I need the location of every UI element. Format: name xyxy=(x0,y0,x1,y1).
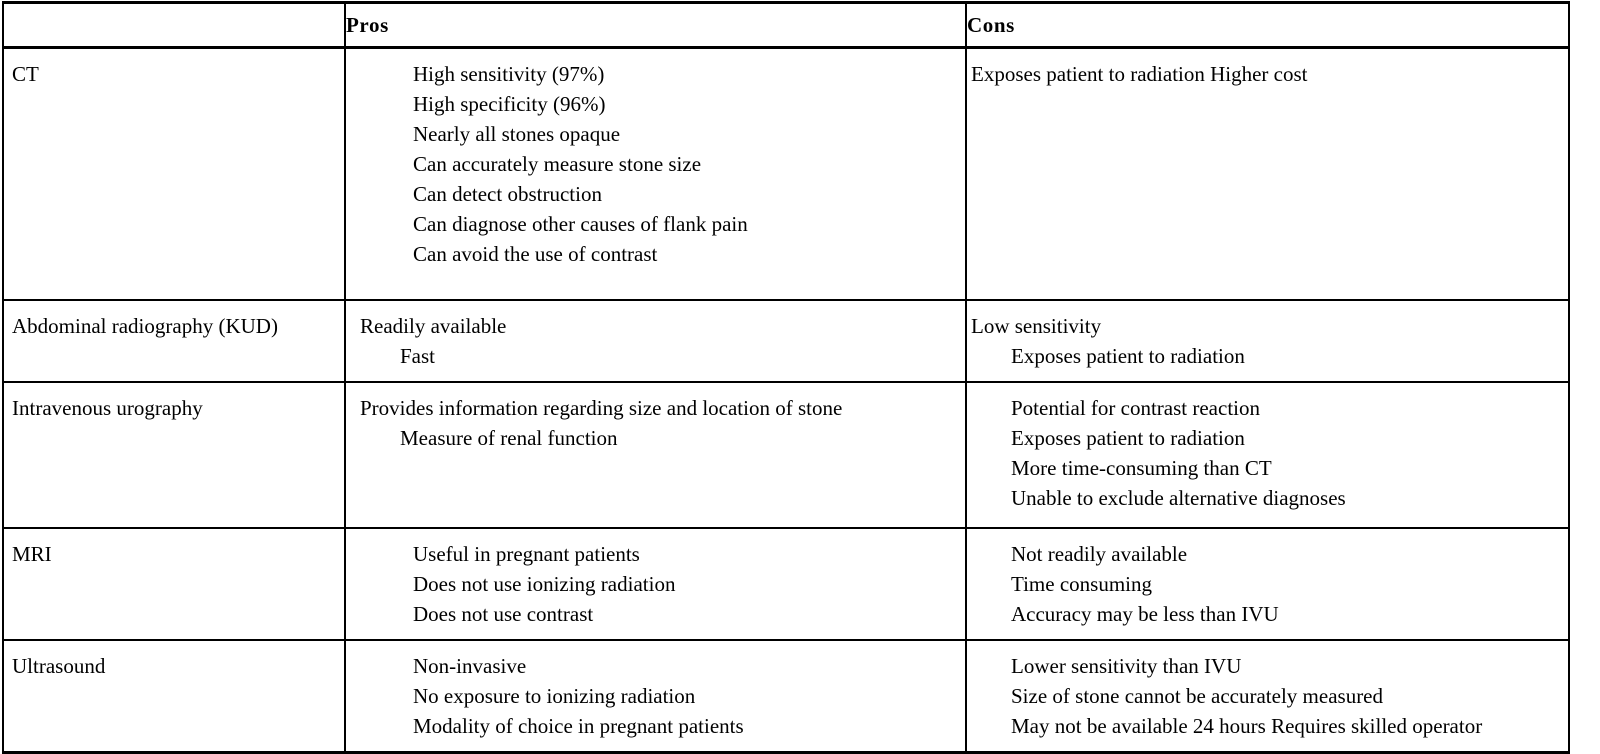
cons-line: May not be available 24 hours Requires s… xyxy=(1011,714,1483,738)
table-row: Abdominal radiography (KUD)Readily avail… xyxy=(2,300,1570,383)
cons-line: Time consuming xyxy=(1011,572,1152,596)
table-header-row: Pros Cons xyxy=(2,2,1570,49)
cell-pros: Provides information regarding size and … xyxy=(344,382,967,529)
pros-line: High sensitivity (97%) xyxy=(413,62,605,86)
column-header-pros: Pros xyxy=(345,2,967,49)
pros-line: Readily available xyxy=(360,314,507,338)
pros-line: Does not use contrast xyxy=(413,602,594,626)
pros-line: Can detect obstruction xyxy=(413,182,602,206)
cons-line: Size of stone cannot be accurately measu… xyxy=(1011,684,1384,708)
cons-line: Accuracy may be less than IVU xyxy=(1011,602,1279,626)
cell-cons: Lower sensitivity than IVU Size of stone … xyxy=(965,640,1570,753)
cons-line: Exposes patient to radiation xyxy=(1011,344,1245,368)
pros-line: Fast xyxy=(400,344,436,368)
pros-line: Nearly all stones opaque xyxy=(413,122,621,146)
column-header-modality xyxy=(2,2,346,49)
table-row: Intravenous urography Provides informatio… xyxy=(2,382,1570,529)
table-row: CT High sensitivity (97%) High specificity… xyxy=(2,47,1570,301)
cell-cons: Exposes patient to radiation Higher cost xyxy=(965,47,1570,301)
cell-modality: Ultrasound xyxy=(2,640,346,753)
pros-line: Useful in pregnant patients xyxy=(413,542,640,566)
cons-line: Not readily available xyxy=(1011,542,1188,566)
table-header: Pros Cons xyxy=(2,2,1570,49)
cell-pros: High sensitivity (97%) High specificity (… xyxy=(344,47,967,301)
pros-line: Modality of choice in pregnant patients xyxy=(413,714,744,738)
table-row: Ultrasound Non-invasive No exposure to ion… xyxy=(2,640,1570,753)
cell-modality: MRI xyxy=(2,528,346,641)
pros-line: Does not use ionizing radiation xyxy=(413,572,676,596)
cons-line: Exposes patient to radiation xyxy=(1011,426,1245,450)
cell-modality: Intravenous urography xyxy=(2,382,346,529)
pros-line: Can accurately measure stone size xyxy=(413,152,702,176)
cons-line: Low sensitivity xyxy=(971,314,1102,338)
pros-line: Can diagnose other causes of flank pain xyxy=(413,212,748,236)
cell-modality: Abdominal radiography (KUD) xyxy=(2,300,346,383)
pros-line: No exposure to ionizing radiation xyxy=(413,684,696,708)
table-body: CT High sensitivity (97%) High specificity… xyxy=(2,47,1570,753)
pros-line: Provides information regarding size and … xyxy=(360,396,843,420)
cons-line: Potential for contrast reaction xyxy=(1011,396,1260,420)
cons-line: Lower sensitivity than IVU xyxy=(1011,654,1242,678)
pros-line: Measure of renal function xyxy=(400,426,618,450)
pros-line: Can avoid the use of contrast xyxy=(413,242,658,266)
cons-line: More time-consuming than CT xyxy=(1011,456,1272,480)
cell-modality: CT xyxy=(2,47,346,301)
cons-line: Exposes patient to radiation Higher cost xyxy=(971,62,1308,86)
pros-line: High specificity (96%) xyxy=(413,92,606,116)
column-header-cons: Cons xyxy=(966,2,1570,49)
pros-line: Non-invasive xyxy=(413,654,527,678)
cons-line: Unable to exclude alternative diagnoses xyxy=(1011,486,1346,510)
cell-pros: Non-invasive No exposure to ionizing radi… xyxy=(344,640,967,753)
